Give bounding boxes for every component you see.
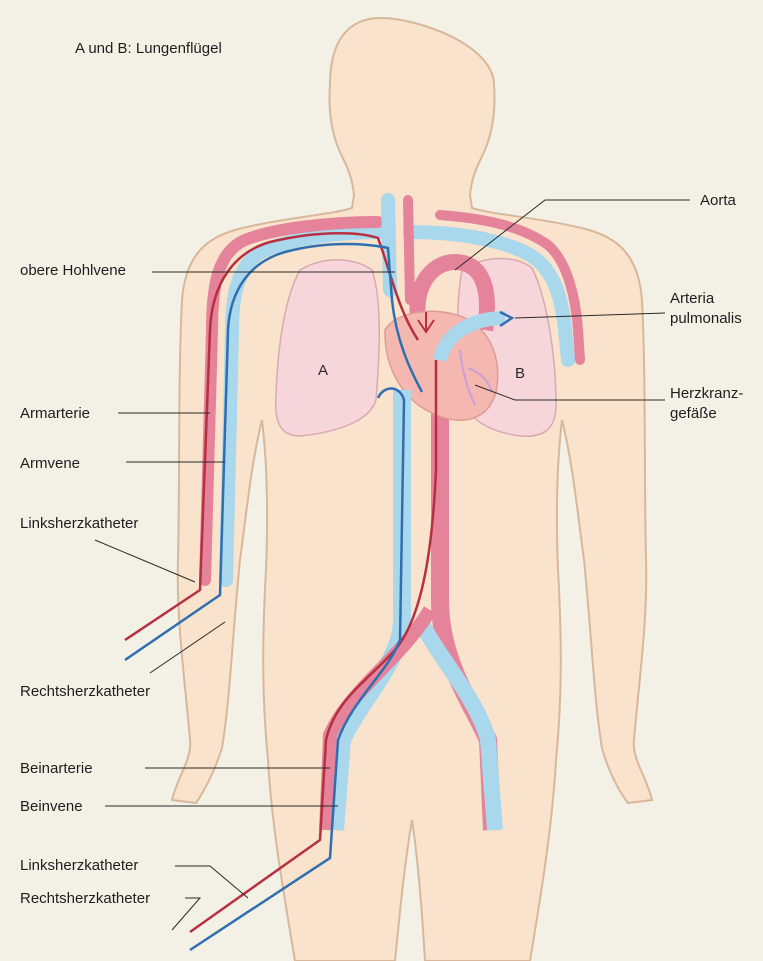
label-arteria-pulmonalis-2: pulmonalis xyxy=(670,310,742,328)
body-silhouette xyxy=(172,18,652,961)
label-linksherzkatheter-arm: Linksherzkatheter xyxy=(20,515,138,533)
lung-a-label: A xyxy=(318,362,328,379)
carotid-artery xyxy=(408,200,410,300)
label-beinvene: Beinvene xyxy=(20,798,83,816)
label-herzkranz-2: gefäße xyxy=(670,405,717,423)
label-herzkranz-1: Herzkranz- xyxy=(670,385,743,403)
label-rechtsherzkatheter-arm: Rechtsherzkatheter xyxy=(20,683,150,701)
label-beinarterie: Beinarterie xyxy=(20,760,93,778)
lung-b-label: B xyxy=(515,365,525,382)
label-arteria-pulmonalis-1: Arteria xyxy=(670,290,714,308)
label-aorta: Aorta xyxy=(700,192,736,210)
label-rechtsherzkatheter-bein: Rechtsherzkatheter xyxy=(20,890,150,908)
label-armvene: Armvene xyxy=(20,455,80,473)
label-armarterie: Armarterie xyxy=(20,405,90,423)
label-linksherzkatheter-bein: Linksherzkatheter xyxy=(20,857,138,875)
diagram-title: A und B: Lungenflügel xyxy=(75,40,222,58)
label-obere-hohlvene: obere Hohlvene xyxy=(20,262,126,280)
